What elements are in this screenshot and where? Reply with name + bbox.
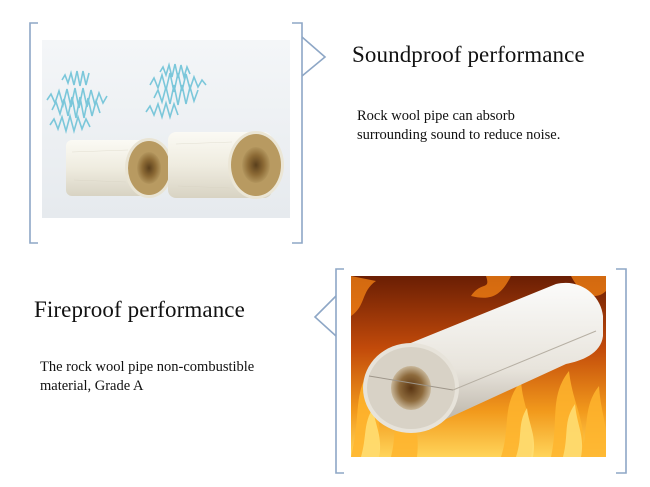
- fireproof-bracket-frame: [313, 268, 627, 474]
- soundproof-image: [42, 40, 290, 218]
- soundproof-bracket-frame: [29, 22, 327, 244]
- soundproof-title: Soundproof performance: [352, 42, 585, 67]
- fireproof-description: The rock wool pipe non-combustible mater…: [40, 359, 255, 394]
- burning-pipe: [363, 282, 603, 433]
- right-pipe: [168, 131, 284, 199]
- left-pipe: [66, 138, 173, 198]
- fireproof-image: [351, 276, 606, 457]
- soundproof-description: Rock wool pipe can absorb surrounding so…: [357, 108, 561, 143]
- fireproof-title: Fireproof performance: [34, 297, 245, 322]
